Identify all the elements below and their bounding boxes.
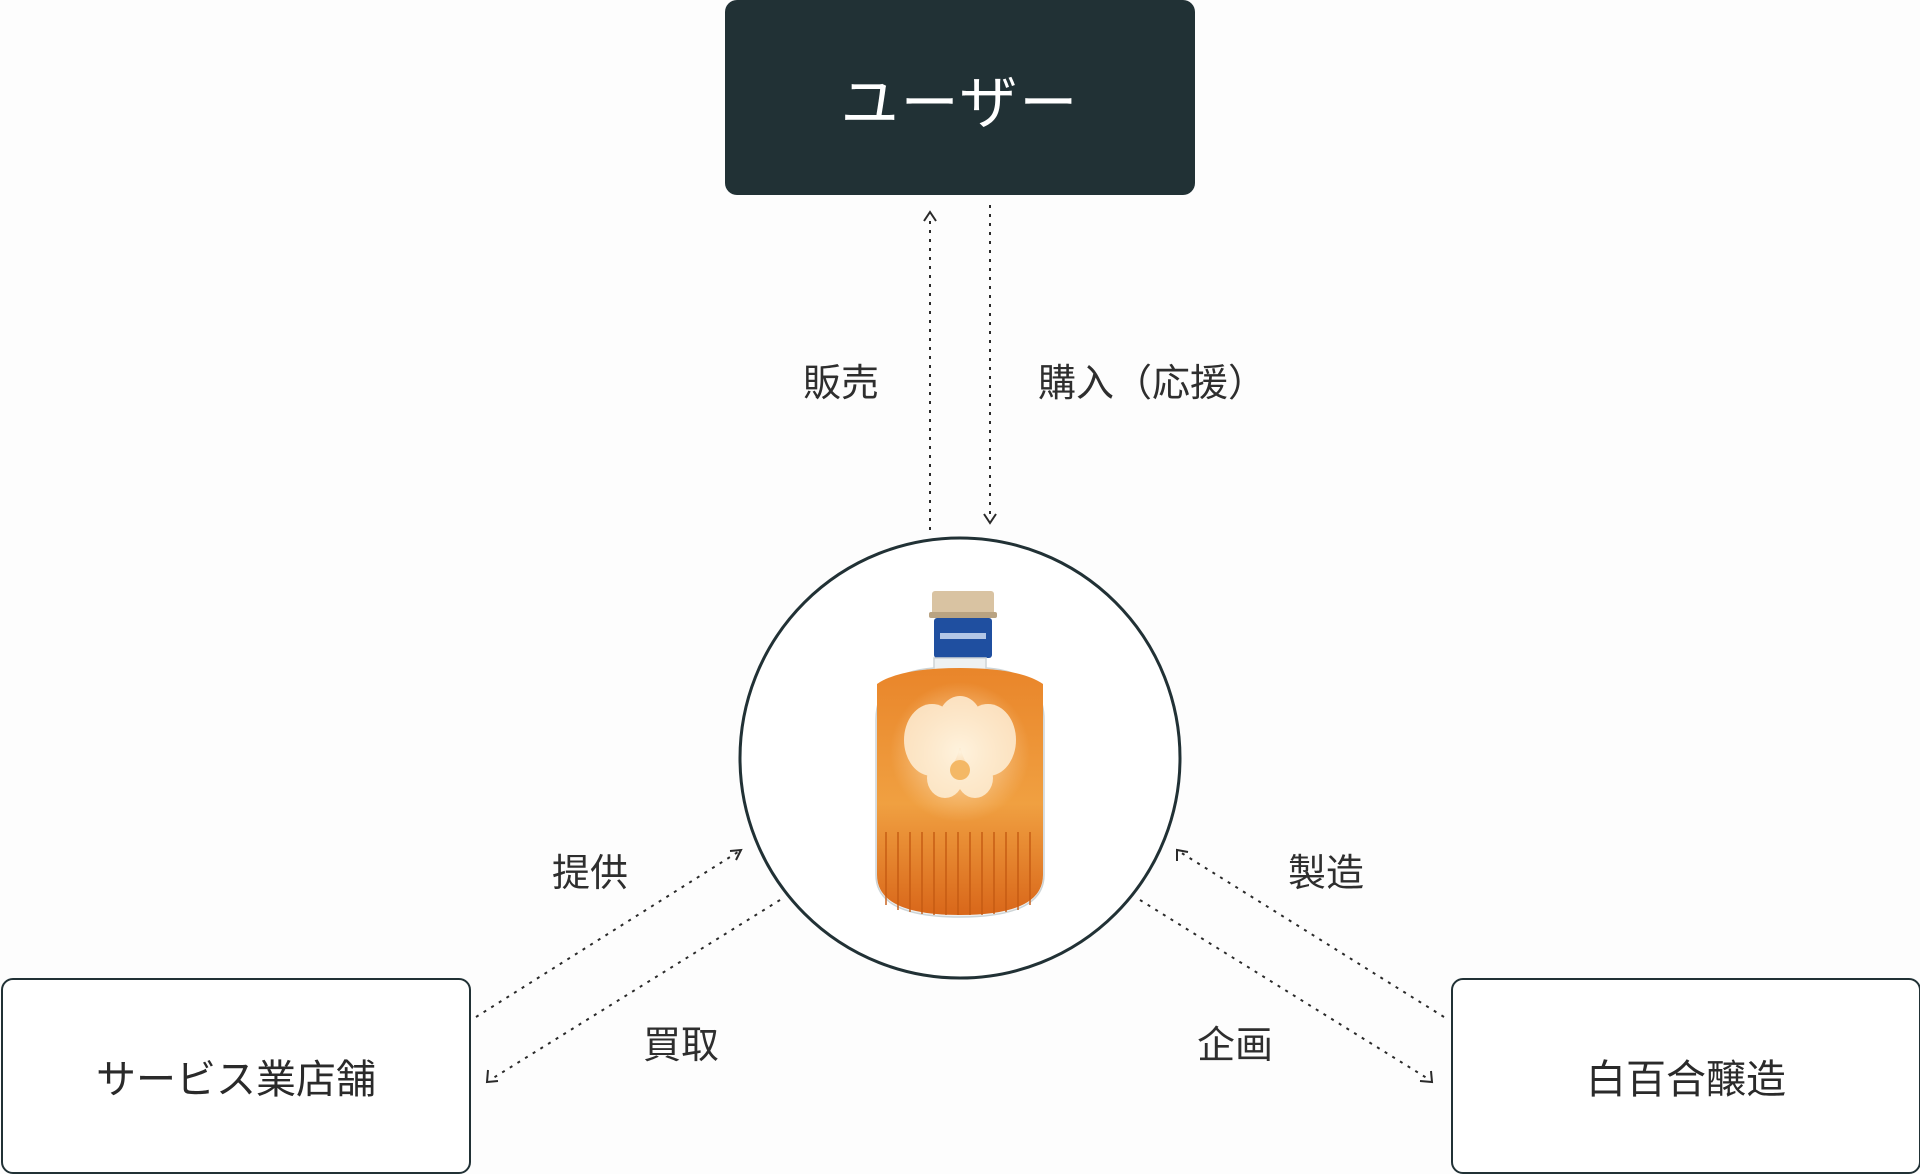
node-service-store-label: サービス業店舗	[96, 1057, 376, 1103]
arrow-purchase	[983, 205, 997, 525]
node-brewery: 白百合醸造	[1451, 978, 1920, 1174]
arrow-plan	[1139, 899, 1434, 1084]
node-user-label: ユーザー	[840, 68, 1080, 137]
node-brewery-label: 白百合醸造	[1586, 1057, 1786, 1103]
node-user: ユーザー	[725, 0, 1195, 195]
arrow-sell	[923, 210, 937, 530]
arrow-manufacture	[1176, 848, 1445, 1018]
edge-label-buyback: 買取	[643, 1023, 720, 1067]
arrow-provide	[475, 848, 743, 1018]
node-service-store: サービス業店舗	[1, 978, 471, 1174]
arrow-buyback	[485, 899, 781, 1084]
edge-label-provide: 提供	[552, 851, 629, 895]
edge-label-purchase: 購入（応援）	[1038, 361, 1267, 405]
edge-label-plan: 企画	[1197, 1023, 1274, 1067]
edge-label-manufacture: 製造	[1288, 851, 1365, 895]
edge-label-sell: 販売	[803, 361, 880, 405]
liqueur-bottle-icon	[875, 591, 1045, 918]
